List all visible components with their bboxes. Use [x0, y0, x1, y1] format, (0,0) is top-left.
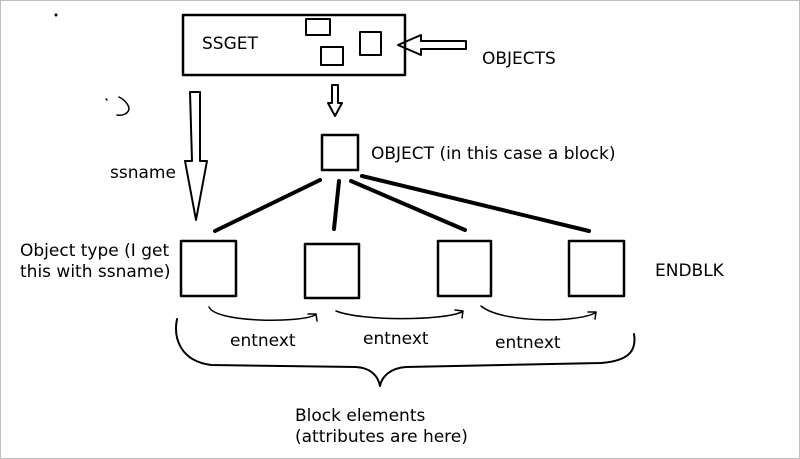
entnext-label-3: entnext [495, 333, 561, 353]
block-elements-line-2: (attributes are here) [295, 427, 468, 447]
entnext-arrow-3 [480, 305, 596, 321]
ssget-object-square-3 [359, 31, 382, 56]
entnext-arrow-2 [335, 310, 463, 320]
block-elements-label: Block elements (attributes are here) [295, 406, 468, 448]
object-type-label: Object type (I get this with ssname) [20, 241, 170, 283]
element-box-1 [179, 239, 238, 298]
ssget-object-square-2 [320, 46, 344, 66]
object-type-line-1: Object type (I get [20, 241, 170, 261]
object-arrow [327, 84, 343, 117]
ssget-box [181, 13, 407, 77]
endblk-label: ENDBLK [655, 261, 724, 281]
element-box-4 [567, 239, 626, 298]
block-elements-line-1: Block elements [295, 406, 426, 426]
tree-line-3 [349, 179, 467, 232]
stray-dot [54, 13, 58, 17]
ssname-arrow [184, 91, 208, 221]
object-label: OBJECT (in this case a block) [371, 144, 616, 164]
entnext-arrowhead-3 [587, 311, 597, 320]
objects-label: OBJECTS [482, 49, 556, 69]
block-elements-brace [175, 318, 636, 387]
tree-line-1 [213, 178, 322, 233]
ssget-object-square-1 [305, 18, 331, 36]
tree-line-4 [360, 174, 591, 233]
stray-scribble [105, 96, 130, 116]
entnext-label-2: entnext [363, 329, 429, 349]
entnext-arrowhead-1 [307, 313, 318, 322]
ssname-label: ssname [110, 163, 176, 183]
entnext-arrowhead-2 [454, 309, 464, 319]
entnext-label-1: entnext [230, 331, 296, 351]
object-box [320, 133, 360, 172]
entnext-arrow-1 [208, 306, 316, 321]
element-box-3 [436, 239, 493, 298]
ssget-label: SSGET [202, 34, 258, 54]
objects-arrow [397, 34, 467, 56]
tree-line-2 [332, 179, 341, 231]
element-box-2 [303, 242, 361, 300]
object-type-line-2: this with ssname) [20, 262, 171, 282]
